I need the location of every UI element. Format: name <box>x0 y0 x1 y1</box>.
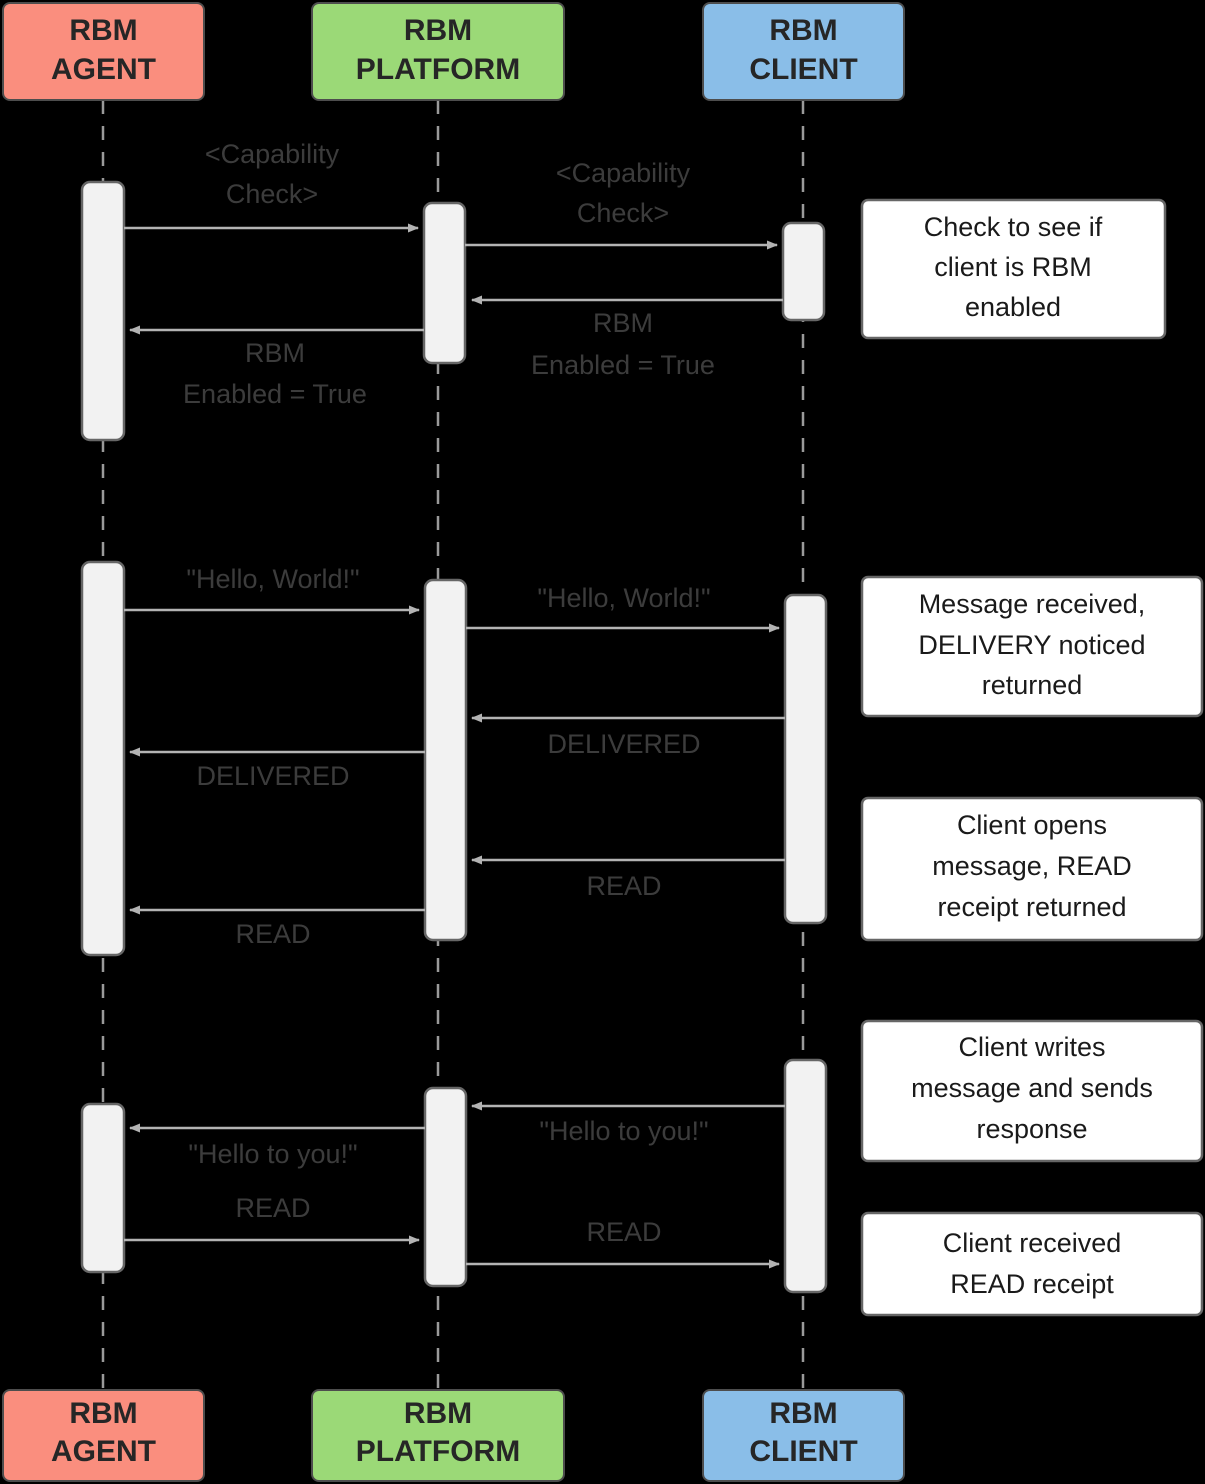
message-m5: "Hello, World!" <box>124 564 420 615</box>
lifeline-header-client[interactable]: RBM CLIENT <box>702 2 905 101</box>
note-n5-line2: READ receipt <box>950 1269 1114 1299</box>
activation-bar-agent-1 <box>80 180 126 442</box>
lifeline-footer-client[interactable]: RBM CLIENT <box>702 1389 905 1482</box>
message-m8-label: DELIVERED <box>196 761 349 791</box>
message-m11-label: "Hello to you!" <box>539 1116 708 1146</box>
message-m7: DELIVERED <box>471 713 785 759</box>
note-n3-line1: Client opens <box>957 810 1107 840</box>
activation-bar-platform-2 <box>423 578 468 942</box>
note-n2-line2: DELIVERY noticed <box>918 630 1145 660</box>
lifeline-footer-platform[interactable]: RBM PLATFORM <box>311 1389 565 1482</box>
message-m14-label: READ <box>586 1217 661 1247</box>
message-m2-label-line2: Check> <box>577 198 669 228</box>
lifeline-header-client-line1: RBM <box>769 14 837 47</box>
note-n2-line1: Message received, <box>919 589 1146 619</box>
message-m4: RBM Enabled = True <box>129 325 424 409</box>
message-m8: DELIVERED <box>129 747 425 791</box>
activation-bar-client-3 <box>783 1058 828 1294</box>
note-n3: Client opens message, READ receipt retur… <box>860 796 1204 942</box>
activation-bar-agent-3 <box>80 1102 126 1274</box>
lifeline-footer-platform-line2: PLATFORM <box>356 1435 520 1468</box>
message-m6: "Hello, World!" <box>466 583 780 633</box>
note-n1: Check to see if client is RBM enabled <box>860 198 1167 340</box>
message-m7-label: DELIVERED <box>547 729 700 759</box>
lifeline-header-agent[interactable]: RBM AGENT <box>2 2 205 101</box>
lifeline-footer-agent[interactable]: RBM AGENT <box>2 1389 205 1482</box>
message-m10-label: READ <box>235 919 310 949</box>
message-m4-label-line2: Enabled = True <box>183 379 367 409</box>
lifeline-footer-agent-line1: RBM <box>69 1397 137 1430</box>
activation-bar-agent-2 <box>80 560 126 957</box>
message-m12-label: "Hello to you!" <box>188 1139 357 1169</box>
message-m3: RBM Enabled = True <box>471 295 783 380</box>
note-n1-line3: enabled <box>965 292 1061 322</box>
message-m3-label-line1: RBM <box>593 308 653 338</box>
lifeline-header-agent-line2: AGENT <box>51 53 156 86</box>
lifeline-header-client-line2: CLIENT <box>749 53 857 86</box>
message-m11: "Hello to you!" <box>471 1101 785 1146</box>
message-m1-label-line2: Check> <box>226 179 318 209</box>
message-m9: READ <box>471 855 785 901</box>
lifeline-footer-client-line1: RBM <box>769 1397 837 1430</box>
note-n4: Client writes message and sends response <box>860 1019 1204 1163</box>
message-m5-label: "Hello, World!" <box>186 564 359 594</box>
note-n1-line1: Check to see if <box>924 212 1103 242</box>
lifeline-header-agent-line1: RBM <box>69 14 137 47</box>
lifeline-footer-platform-line1: RBM <box>404 1397 472 1430</box>
lifeline-header-platform-line2: PLATFORM <box>356 53 520 86</box>
activation-bar-platform-1 <box>422 201 467 365</box>
lifeline-footer-client-line2: CLIENT <box>749 1435 857 1468</box>
message-m9-label: READ <box>586 871 661 901</box>
note-n4-line1: Client writes <box>958 1032 1105 1062</box>
note-n4-line3: response <box>976 1114 1087 1144</box>
lifeline-header-platform-line1: RBM <box>404 14 472 47</box>
message-m14: READ <box>466 1217 780 1269</box>
message-m13: READ <box>124 1193 420 1245</box>
message-m1: <Capability Check> <box>124 139 419 233</box>
lifeline-footer-agent-line2: AGENT <box>51 1435 156 1468</box>
activation-bar-client-2 <box>783 593 828 925</box>
note-n2-line3: returned <box>982 670 1083 700</box>
note-n5-line1: Client received <box>943 1228 1122 1258</box>
note-n2: Message received, DELIVERY noticed retur… <box>860 575 1204 718</box>
message-m1-label-line1: <Capability <box>205 139 340 169</box>
message-m10: READ <box>129 905 425 949</box>
message-m2: <Capability Check> <box>465 158 778 250</box>
message-m12: "Hello to you!" <box>129 1123 425 1169</box>
activation-bar-client-1 <box>781 221 826 322</box>
note-n1-line2: client is RBM <box>934 252 1092 282</box>
note-n3-line3: receipt returned <box>937 892 1126 922</box>
note-n4-line2: message and sends <box>911 1073 1153 1103</box>
note-n5: Client received READ receipt <box>860 1211 1204 1317</box>
note-n3-line2: message, READ <box>932 851 1132 881</box>
activation-bar-platform-3 <box>423 1086 468 1288</box>
message-m4-label-line1: RBM <box>245 338 305 368</box>
message-m2-label-line1: <Capability <box>556 158 691 188</box>
message-m13-label: READ <box>235 1193 310 1223</box>
message-m3-label-line2: Enabled = True <box>531 350 715 380</box>
lifeline-header-platform[interactable]: RBM PLATFORM <box>311 2 565 101</box>
message-m6-label: "Hello, World!" <box>537 583 710 613</box>
